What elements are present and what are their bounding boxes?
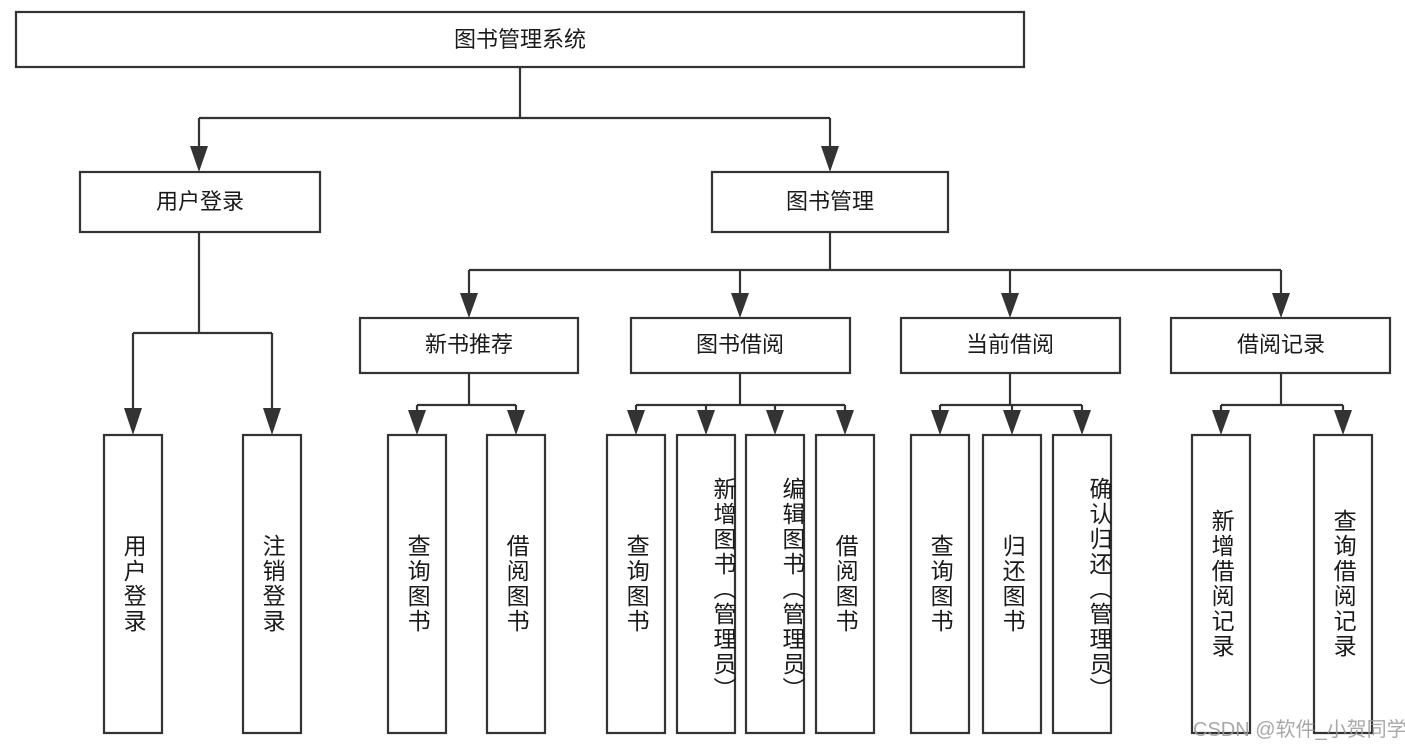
node-borrow-record-box[interactable] bbox=[1169, 316, 1392, 375]
arrow-head-leaf-query-book-3 bbox=[931, 410, 949, 435]
connector-group-new-book-recommend bbox=[408, 373, 525, 435]
node-borrow-record-label: 借阅记录 bbox=[1237, 332, 1325, 357]
arrow-head-leaf-add-book bbox=[697, 410, 715, 435]
arrow-head-leaf-query-book-1 bbox=[408, 410, 426, 435]
node-current-borrow-label: 当前借阅 bbox=[966, 332, 1054, 357]
node-new-book-recommend[interactable]: 新书推荐 bbox=[358, 316, 580, 375]
node-book-borrow-label: 图书借阅 bbox=[696, 332, 784, 357]
node-leaf-add-borrow-record-box[interactable] bbox=[1190, 433, 1252, 735]
arrow-head-leaf-query-borrow-record bbox=[1334, 410, 1352, 435]
arrow-head-book-borrow bbox=[731, 293, 749, 318]
node-leaf-user-logout-box[interactable] bbox=[241, 433, 303, 735]
arrow-head-book-manage bbox=[821, 146, 839, 172]
arrow-head-leaf-borrow-book-2 bbox=[836, 410, 854, 435]
arrow-head-leaf-user-login bbox=[124, 408, 142, 435]
node-leaf-query-book-2-box[interactable] bbox=[605, 433, 667, 735]
node-book-borrow[interactable]: 图书借阅 bbox=[629, 316, 852, 375]
arrow-head-current-borrow bbox=[1001, 293, 1019, 318]
node-leaf-query-borrow-record-box[interactable] bbox=[1312, 433, 1374, 735]
connector-group-user-login bbox=[124, 232, 281, 435]
arrow-head-new-book-recommend bbox=[460, 293, 478, 318]
node-root-label: 图书管理系统 bbox=[454, 27, 586, 52]
arrow-head-leaf-borrow-book-1 bbox=[507, 410, 525, 435]
node-root-box[interactable] bbox=[14, 10, 1026, 69]
arrow-head-leaf-confirm-return bbox=[1073, 410, 1091, 435]
node-leaf-borrow-book-1-box[interactable] bbox=[485, 433, 547, 735]
node-leaf-query-book-1-box[interactable] bbox=[386, 433, 448, 735]
node-book-manage[interactable]: 图书管理 bbox=[710, 170, 950, 234]
connector-group-book-manage bbox=[460, 232, 1290, 318]
connector-group-book-borrow bbox=[627, 373, 854, 435]
node-book-borrow-box[interactable] bbox=[629, 316, 852, 375]
connector-group-root bbox=[190, 67, 839, 172]
node-user-login-label: 用户登录 bbox=[156, 189, 244, 214]
node-user-login[interactable]: 用户登录 bbox=[78, 170, 322, 234]
node-leaf-add-book-box[interactable] bbox=[675, 433, 737, 735]
arrow-head-leaf-query-book-2 bbox=[627, 410, 645, 435]
arrow-head-leaf-edit-book bbox=[766, 410, 784, 435]
node-leaf-borrow-book-2-box[interactable] bbox=[814, 433, 876, 735]
arrow-head-leaf-add-borrow-record bbox=[1212, 410, 1230, 435]
node-current-borrow-box[interactable] bbox=[899, 316, 1122, 375]
arrow-head-leaf-user-logout bbox=[263, 408, 281, 435]
connector-group-current-borrow bbox=[931, 373, 1091, 435]
node-root[interactable]: 图书管理系统 bbox=[14, 10, 1026, 69]
node-leaf-user-login-box[interactable] bbox=[102, 433, 164, 735]
node-book-manage-label: 图书管理 bbox=[786, 189, 874, 214]
csdn-watermark: CSDN @软件_小贺同学 bbox=[1193, 719, 1405, 741]
arrow-head-borrow-record bbox=[1272, 293, 1290, 318]
node-borrow-record[interactable]: 借阅记录 bbox=[1169, 316, 1392, 375]
arrow-head-leaf-return-book bbox=[1003, 410, 1021, 435]
node-new-book-recommend-box[interactable] bbox=[358, 316, 580, 375]
node-leaf-return-book-box[interactable] bbox=[981, 433, 1043, 735]
node-leaf-confirm-return-box[interactable] bbox=[1051, 433, 1113, 735]
arrow-head-user-login bbox=[190, 146, 208, 172]
node-leaf-query-book-3-box[interactable] bbox=[909, 433, 971, 735]
connector-group-borrow-record bbox=[1212, 373, 1352, 435]
node-new-book-recommend-label: 新书推荐 bbox=[425, 332, 513, 357]
node-leaf-edit-book-box[interactable] bbox=[744, 433, 806, 735]
node-user-login-box[interactable] bbox=[78, 170, 322, 234]
node-book-manage-box[interactable] bbox=[710, 170, 950, 234]
node-current-borrow[interactable]: 当前借阅 bbox=[899, 316, 1122, 375]
